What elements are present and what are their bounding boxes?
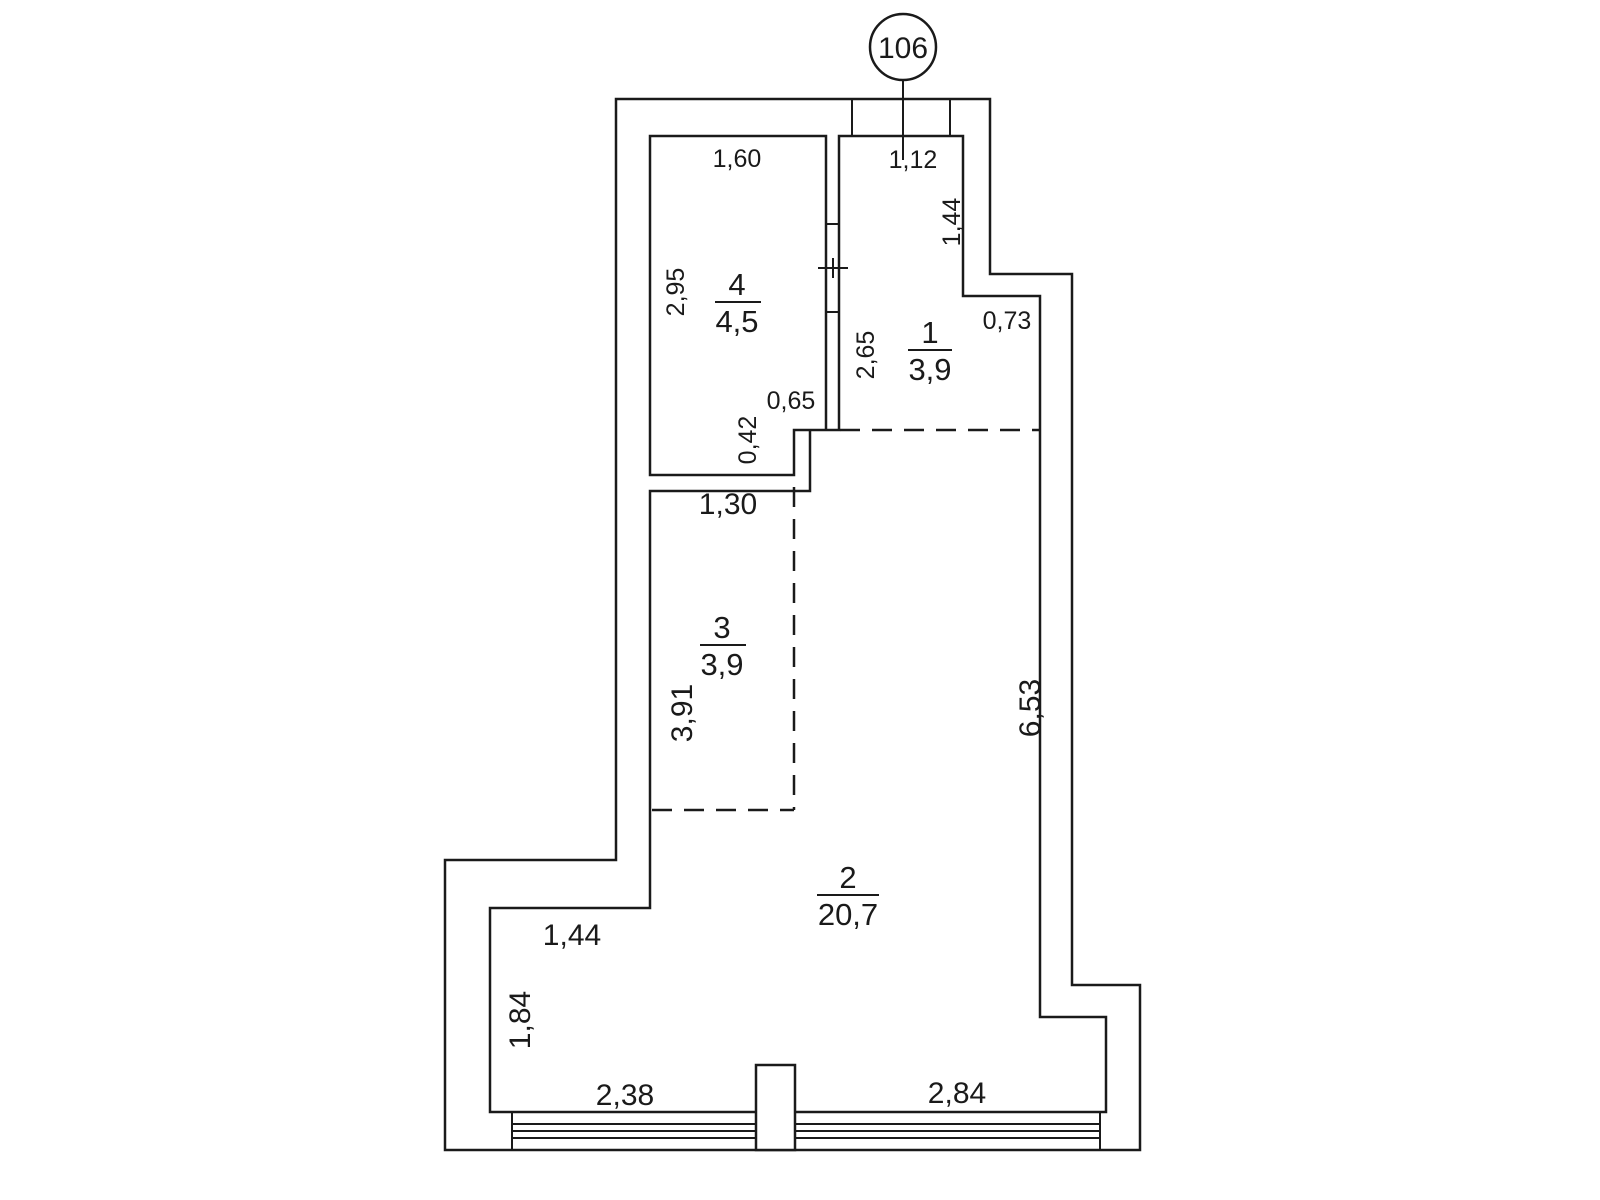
dim-room2-ledge: 1,44 [543,919,601,952]
outer-wall [443,97,1142,1152]
dim-room4-step-w: 0,65 [767,387,816,415]
room-label-1: 1 3,9 [908,315,952,387]
svg-text:4,5: 4,5 [715,304,758,339]
dim-room1-top: 1,12 [889,146,938,174]
svg-text:3: 3 [713,610,730,645]
dim-room2-right: 6,53 [1014,679,1047,737]
apartment-marker-circle [868,12,938,82]
svg-text:20,7: 20,7 [818,897,878,932]
dim-room1-left: 2,65 [852,331,880,380]
dim-room3-left: 3,91 [666,684,699,742]
svg-text:3,9: 3,9 [700,647,743,682]
dim-room4-left: 2,95 [662,268,690,317]
svg-text:1: 1 [921,315,938,350]
svg-text:4: 4 [728,267,745,302]
dim-room1-right-upper: 1,44 [938,198,966,247]
dim-room4-step-h: 0,42 [734,416,762,465]
dim-room3-top: 1,30 [699,488,757,521]
dim-bottom-right: 2,84 [928,1077,986,1110]
room-label-3: 3 3,9 [700,610,746,682]
dim-room1-ledge: 0,73 [983,307,1032,335]
dim-room2-left: 1,84 [504,991,537,1049]
room-label-4: 4 4,5 [715,267,761,339]
room-label-2: 2 20,7 [817,860,879,932]
dim-room4-top: 1,60 [713,145,762,173]
apartment-number: 106 [878,32,928,65]
window-pier [754,1063,797,1152]
svg-text:3,9: 3,9 [908,352,951,387]
svg-text:2: 2 [839,860,856,895]
dim-bottom-left: 2,38 [596,1079,654,1112]
